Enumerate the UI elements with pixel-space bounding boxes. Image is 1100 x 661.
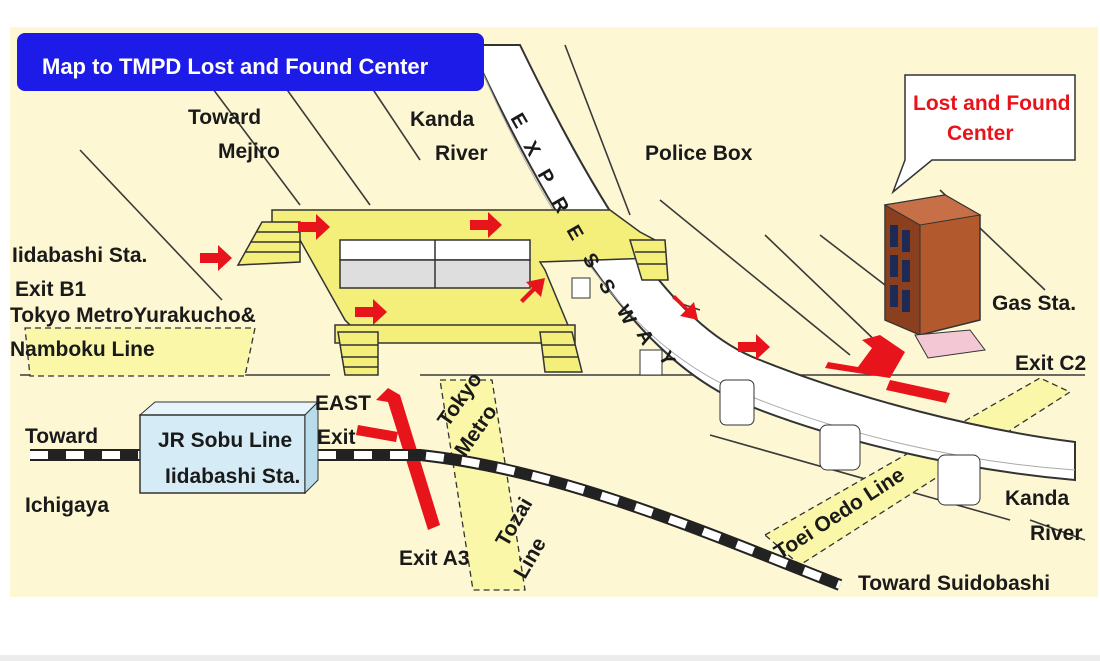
lost-and-found-building <box>883 194 986 359</box>
jr-station <box>138 400 320 495</box>
exit-a3-label: Exit A3 <box>399 547 469 570</box>
bottom-divider <box>0 655 1100 661</box>
east-exit-label-2: Exit <box>317 426 356 449</box>
exit-c2-label: Exit C2 <box>1015 352 1086 375</box>
jr-railway <box>30 449 843 591</box>
kanda-river-top-label-1: Kanda <box>410 108 475 131</box>
map-title-box <box>17 33 484 91</box>
kanda-river-bottom-label-1: Kanda <box>1005 487 1070 510</box>
expressway <box>468 44 1076 506</box>
toward-mejiro-label-1: Toward <box>188 106 261 129</box>
police-box-label: Police Box <box>645 142 753 165</box>
route-arrows <box>200 212 770 360</box>
tokyo-metro-label-1: Tokyo MetroYurakucho& <box>10 304 256 327</box>
destination-pointer <box>825 335 950 403</box>
jr-line-label-1: JR Sobu Line <box>158 429 292 452</box>
tokyo-metro-label-2: Namboku Line <box>10 338 155 361</box>
east-exit-label-1: EAST <box>315 392 371 415</box>
gas-station-label: Gas Sta. <box>992 292 1076 315</box>
iidabashi-exit-label-1: Iidabashi Sta. <box>12 244 147 267</box>
kanda-river-top-label-2: River <box>435 142 488 165</box>
callout-line-2: Center <box>947 122 1014 145</box>
kanda-river-bottom-label-2: River <box>1030 522 1083 545</box>
iidabashi-exit-label-2: Exit B1 <box>15 278 87 301</box>
toward-suidobashi-label: Toward Suidobashi <box>858 572 1050 595</box>
toward-mejiro-label-2: Mejiro <box>218 140 280 163</box>
map-title: Map to TMPD Lost and Found Center <box>42 54 429 79</box>
toward-ichigaya-label-2: Ichigaya <box>25 494 109 517</box>
toward-ichigaya-label-1: Toward <box>25 425 98 448</box>
jr-line-label-2: Iidabashi Sta. <box>165 465 300 488</box>
lost-and-found-callout: Lost and Found Center <box>891 74 1076 195</box>
callout-line-1: Lost and Found <box>913 92 1070 115</box>
pedestrian-deck <box>236 209 669 376</box>
subway-bands <box>24 327 1072 591</box>
